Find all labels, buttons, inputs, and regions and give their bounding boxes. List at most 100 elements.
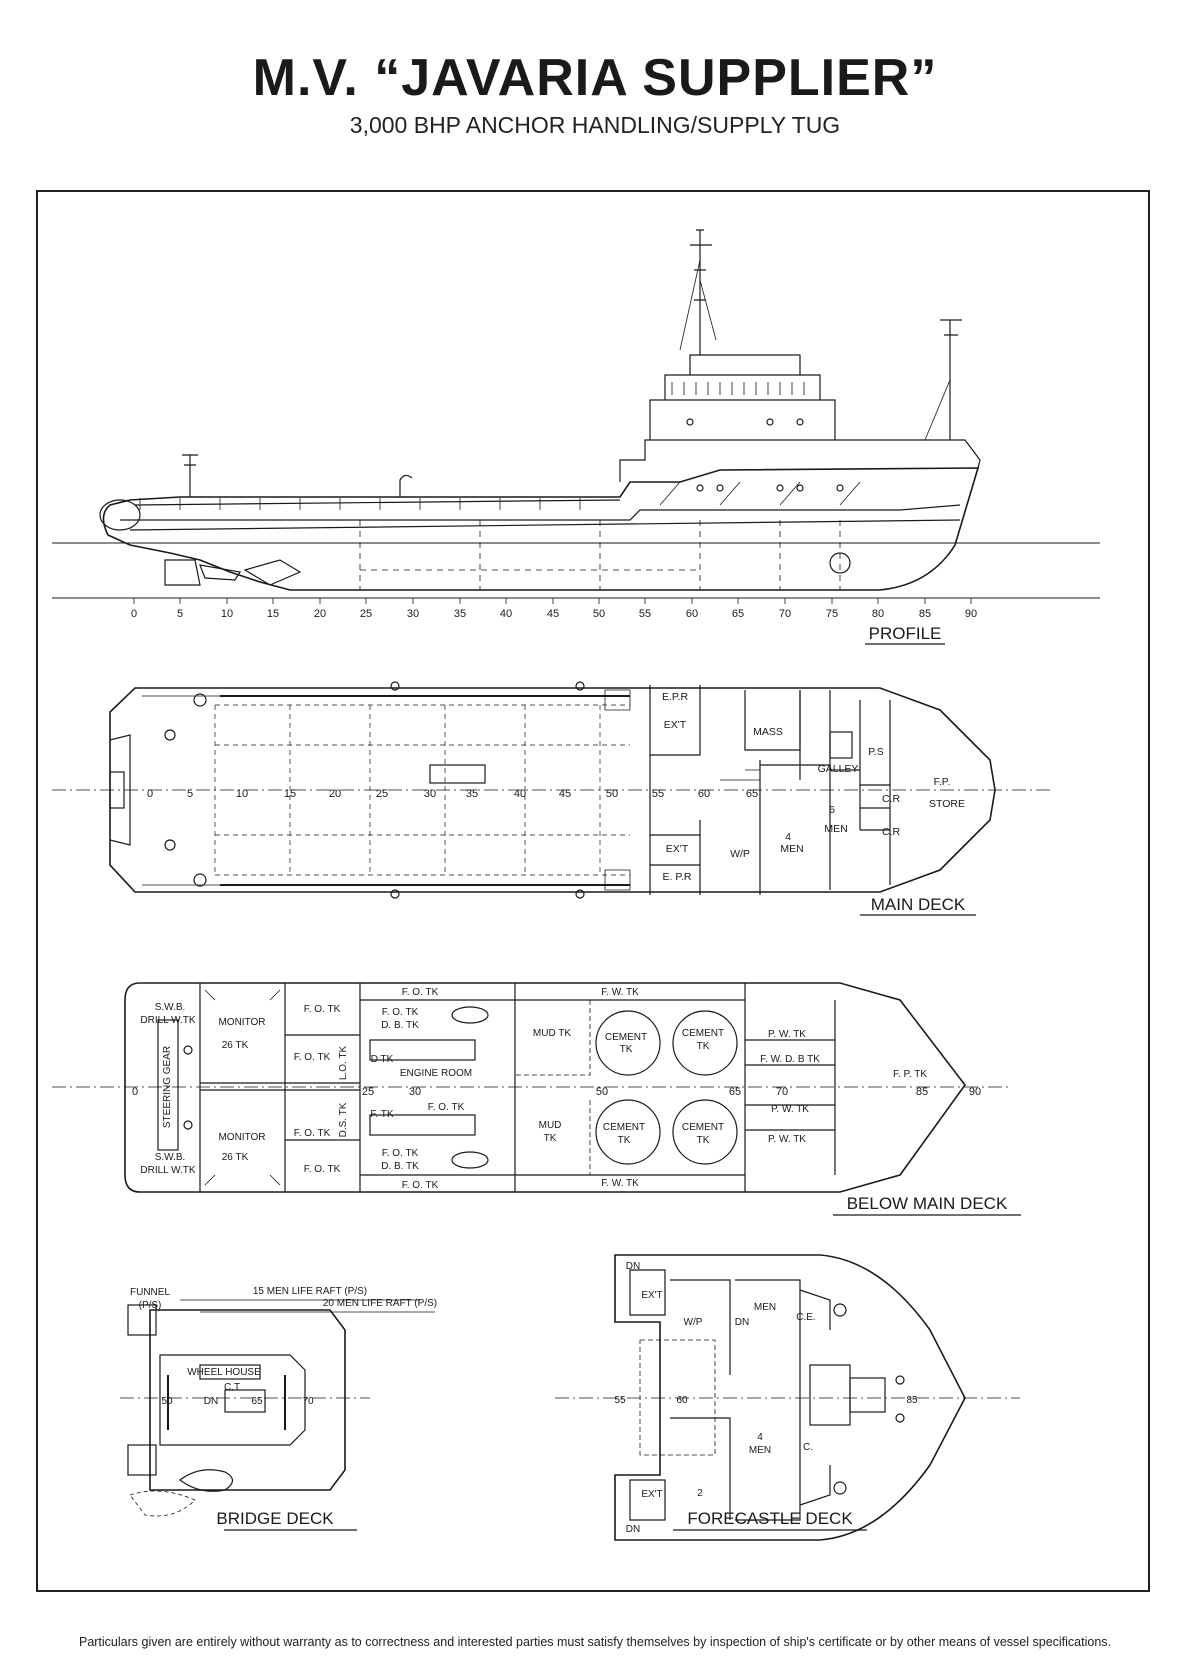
frame-number: 70 <box>779 608 791 620</box>
drawing-frame <box>36 190 1150 1592</box>
frame-number: 25 <box>362 1086 374 1098</box>
tank-label: TK <box>618 1135 631 1146</box>
engine-room-label: ENGINE ROOM <box>400 1068 472 1079</box>
c-label: C. <box>803 1442 813 1453</box>
tank-26-label: 26 TK <box>222 1040 249 1051</box>
frame-number: 55 <box>652 788 664 800</box>
lo-tank-label: L.O. TK <box>338 1046 349 1081</box>
fo-tank-label: F. O. TK <box>294 1128 331 1139</box>
cement-tank-label: CEMENT <box>682 1122 724 1133</box>
forecastle-deck-view <box>555 1254 1020 1541</box>
frame-number: 35 <box>454 608 466 620</box>
frame-number: 85 <box>919 608 931 620</box>
pw-tank-label: P. W. TK <box>771 1104 809 1115</box>
frame-number: 85 <box>906 1395 918 1406</box>
bridge-deck-view <box>120 1299 435 1517</box>
mass-label: MASS <box>753 726 783 738</box>
frame-number: 60 <box>698 788 710 800</box>
frame-number: 0 <box>132 1086 138 1098</box>
frame-number: 70 <box>776 1086 788 1098</box>
fo-tank-label: F. O. TK <box>382 1007 419 1018</box>
swb-label: S.W.B. <box>155 1152 186 1163</box>
wp-label: W/P <box>684 1317 703 1328</box>
wheel-house-label: WHEEL HOUSE <box>187 1367 261 1378</box>
frame-number: 30 <box>424 788 436 800</box>
tank-label: TK <box>697 1135 710 1146</box>
fo-tank-label: F. O. TK <box>402 1180 439 1191</box>
bridge-deck-label: BRIDGE DECK <box>216 1509 334 1528</box>
frame-number: 10 <box>236 788 248 800</box>
ds-tank-label: D.S. TK <box>338 1102 349 1137</box>
four-men-count: 4 <box>757 1432 763 1443</box>
funnel-label: FUNNEL <box>130 1287 170 1298</box>
tank-label: TK <box>620 1044 633 1055</box>
frame-number: 50 <box>161 1396 173 1407</box>
fp-store-label: F.P. <box>934 776 951 788</box>
frame-number: 10 <box>221 608 233 620</box>
frame-number: 0 <box>147 788 153 800</box>
pw-tank-label: P. W. TK <box>768 1029 806 1040</box>
frame-number: 20 <box>314 608 326 620</box>
main-deck-view <box>52 681 1050 899</box>
bridge-deck-labels: FUNNEL (P/S) 15 MEN LIFE RAFT (P/S) 20 M… <box>130 1286 437 1407</box>
mud-tank-label: MUD <box>539 1120 562 1131</box>
six-men-count: 6 <box>829 804 835 816</box>
fo-tank-label: F. O. TK <box>402 987 439 998</box>
db-tank-label: D. B. TK <box>381 1020 419 1031</box>
epr-bottom-label: E. P.R <box>663 871 692 883</box>
frame-number: 15 <box>267 608 279 620</box>
ce-label: C.E. <box>796 1312 815 1323</box>
fp-store-label: STORE <box>929 798 965 810</box>
frame-number: 50 <box>606 788 618 800</box>
frame-number: 55 <box>639 608 651 620</box>
frame-number: 55 <box>614 1395 626 1406</box>
fo-tank-label: F. O. TK <box>294 1052 331 1063</box>
men-label: MEN <box>780 843 803 855</box>
pw-tank-label: P. W. TK <box>768 1134 806 1145</box>
f-tank-label: F. TK <box>370 1109 393 1120</box>
frame-number: 35 <box>466 788 478 800</box>
ext-label: EX'T <box>641 1489 662 1500</box>
frame-number: 85 <box>916 1086 928 1098</box>
frame-number: 25 <box>360 608 372 620</box>
cr-label: C.R <box>882 793 901 805</box>
two-count: 2 <box>697 1488 703 1499</box>
ext-top-label: EX'T <box>664 719 687 731</box>
fp-tank-label: F. P. TK <box>893 1069 927 1080</box>
frame-number: 50 <box>596 1086 608 1098</box>
profile-view <box>52 229 1100 604</box>
below-main-deck-view <box>52 982 1010 1193</box>
monitor-label: MONITOR <box>218 1017 265 1028</box>
fw-tank-label: F. W. TK <box>601 1178 639 1189</box>
ct-label: C.T <box>224 1382 240 1393</box>
forecastle-deck-label: FORECASTLE DECK <box>687 1509 853 1528</box>
men-label: MEN <box>824 823 847 835</box>
fo-tank-label: F. O. TK <box>428 1102 465 1113</box>
frame-number: 65 <box>746 788 758 800</box>
frame-number: 50 <box>593 608 605 620</box>
tank-26-label: 26 TK <box>222 1152 249 1163</box>
wp-label: W/P <box>730 848 750 860</box>
cr-label: C.R <box>882 826 901 838</box>
mud-tank-label: TK <box>544 1133 557 1144</box>
frame-number: 90 <box>965 608 977 620</box>
four-men-count: 4 <box>785 831 791 843</box>
frame-number: 30 <box>407 608 419 620</box>
dn-label: DN <box>626 1524 640 1535</box>
frame-number: 20 <box>329 788 341 800</box>
fwdb-tank-label: F. W. D. B TK <box>760 1054 820 1065</box>
d-tank-label: D TK <box>371 1054 394 1065</box>
frame-number: 40 <box>500 608 512 620</box>
below-main-deck-labels: S.W.B. DRILL W.TK MONITOR 26 TK STEERING… <box>140 987 927 1191</box>
fo-tank-label: F. O. TK <box>382 1148 419 1159</box>
profile-label: PROFILE <box>869 624 942 643</box>
ext-label: EX'T <box>641 1290 662 1301</box>
frame-number: 70 <box>302 1396 314 1407</box>
mud-tank-label: MUD TK <box>533 1028 571 1039</box>
frame-number: 25 <box>376 788 388 800</box>
dn-label: DN <box>735 1317 749 1328</box>
life-raft-15-label: 15 MEN LIFE RAFT (P/S) <box>253 1286 367 1297</box>
frame-number: 40 <box>514 788 526 800</box>
swb-label: S.W.B. <box>155 1002 186 1013</box>
